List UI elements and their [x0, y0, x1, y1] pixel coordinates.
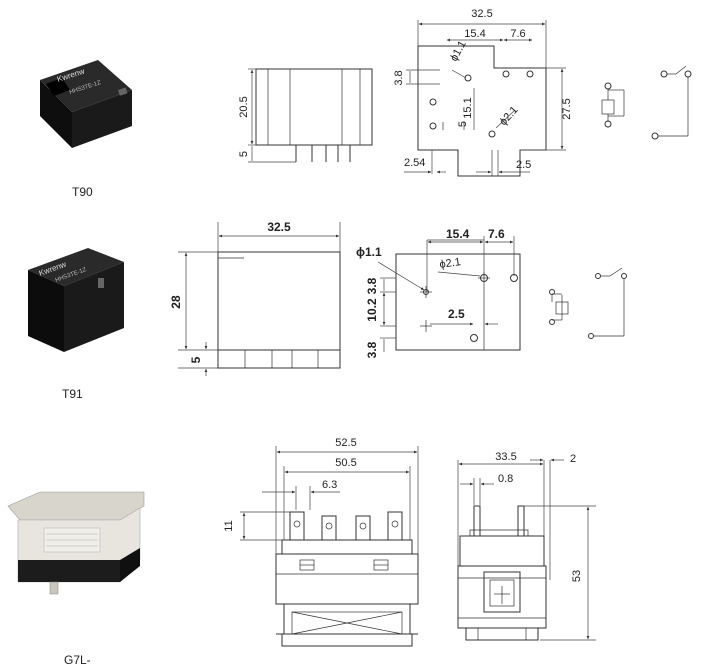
t91-side-height: 28 — [169, 295, 183, 309]
g7l-side-pin: 0.8 — [498, 473, 513, 485]
t90-top-inner: 15.1 — [462, 97, 474, 118]
t91-top-hole-small: ϕ1.1 — [356, 245, 382, 259]
t91-schematic-diagram — [549, 267, 627, 339]
t90-top-height: 27.5 — [561, 98, 573, 119]
g7l-label: G7L- — [64, 653, 91, 667]
t91-top-view: 3.8 10.2 3.8 ϕ1.1 15.4 7.6 ϕ2.1 2.5 — [356, 227, 521, 358]
t90-top-right: 2.5 — [516, 159, 531, 171]
t90-top-left: 2.54 — [404, 157, 425, 169]
t91-top-offset: 3.8 — [365, 277, 379, 294]
g7l-side-width: 33.5 — [495, 451, 516, 463]
t90-side-pin: 5 — [238, 151, 250, 157]
t90-top-width: 32.5 — [471, 8, 492, 20]
g7l-front-width-inner: 50.5 — [335, 457, 356, 469]
t91-top-pitch-b: 7.6 — [488, 227, 505, 241]
g7l-side-height: 53 — [571, 570, 583, 582]
t91-top-span: 10.2 — [365, 298, 379, 322]
t90-top-pitch-a: 15.4 — [464, 28, 485, 40]
t91-side-pin: 5 — [189, 356, 203, 363]
t90-top-inner-small: 5 — [457, 121, 469, 127]
t90-side-height: 20.5 — [238, 96, 250, 117]
t91-side-width: 32.5 — [267, 220, 291, 234]
t91-top-right: 2.5 — [448, 307, 465, 321]
t90-top-offset: 3.8 — [393, 70, 405, 85]
g7l-front-pin-height: 11 — [223, 520, 235, 531]
t91-side-view: 32.5 28 5 — [169, 220, 341, 376]
t90-top-pitch-b: 7.6 — [510, 28, 525, 40]
t90-top-hole-small: ϕ1.1 — [448, 39, 469, 64]
t90-side-view: 20.5 5 — [238, 68, 373, 163]
t90-label: T90 — [72, 185, 93, 199]
t91-top-hole-large: ϕ2.1 — [439, 256, 462, 271]
t90-top-hole-large: ϕ2.1 — [497, 104, 520, 128]
g7l-side-view: 33.5 2 0.8 53 — [457, 451, 596, 641]
g7l-front-width-outer: 52.5 — [335, 437, 356, 449]
t90-photo: Kwrenw HHS3TE-1Z — [40, 60, 132, 148]
g7l-front-view: 52.5 50.5 6.3 11 — [223, 437, 419, 647]
t91-photo: Kwrenw HHS3TE-1Z — [28, 248, 124, 352]
g7l-side-flange: 2 — [570, 453, 576, 465]
t90-top-view: 32.5 15.4 7.6 27.5 3.8 ϕ1.1 15.1 5 ϕ2.1 … — [393, 8, 573, 177]
t91-top-bottom: 3.8 — [365, 341, 379, 358]
g7l-front-pin-pitch: 6.3 — [322, 479, 337, 491]
g7l-photo — [7, 491, 145, 595]
t90-schematic-diagram — [601, 65, 692, 140]
t91-label: T91 — [62, 387, 83, 401]
t91-top-pitch-a: 15.4 — [446, 227, 470, 241]
